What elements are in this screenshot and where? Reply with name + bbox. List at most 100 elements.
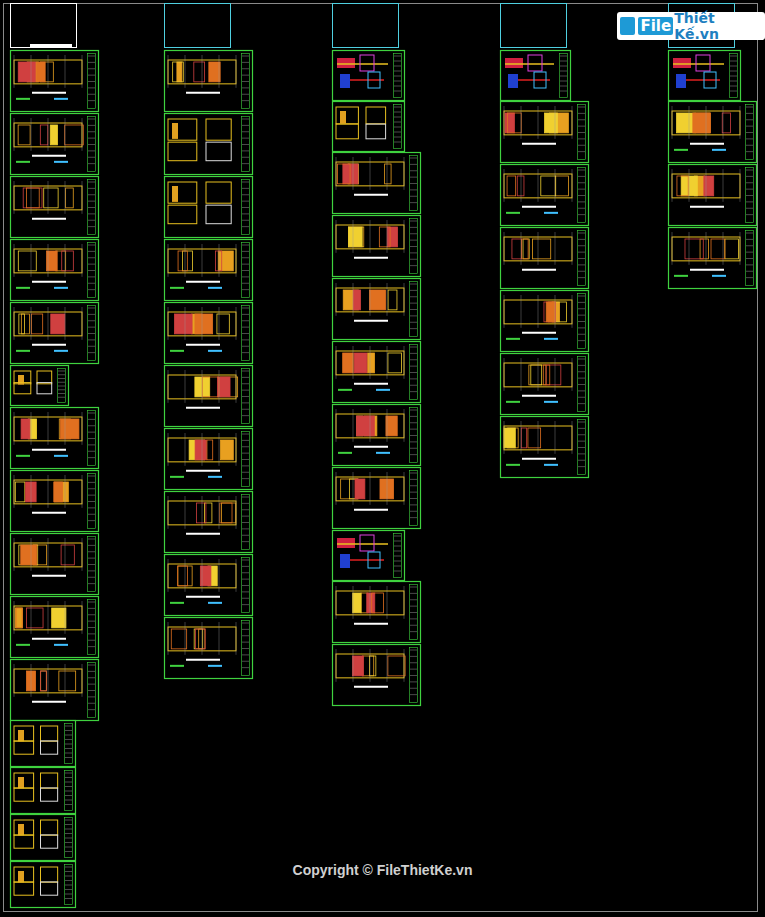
plan-title-bar bbox=[522, 269, 556, 271]
title-line bbox=[410, 454, 417, 455]
room bbox=[199, 629, 205, 649]
title-line bbox=[578, 371, 585, 372]
title-line bbox=[578, 113, 585, 114]
title-line bbox=[578, 428, 585, 429]
room bbox=[677, 176, 688, 196]
grid-line bbox=[353, 346, 354, 379]
title-line bbox=[88, 709, 95, 710]
room bbox=[362, 656, 373, 676]
note bbox=[338, 389, 352, 391]
room bbox=[343, 353, 353, 373]
title-line bbox=[242, 560, 249, 561]
grid-line bbox=[336, 649, 337, 682]
title-line bbox=[88, 346, 95, 347]
plan-title-bar bbox=[32, 155, 66, 157]
plan-title-bar bbox=[354, 383, 388, 385]
title-line bbox=[410, 587, 417, 588]
title-block bbox=[578, 420, 586, 475]
room bbox=[356, 416, 374, 436]
grid-line bbox=[168, 370, 169, 403]
note bbox=[16, 455, 30, 457]
sheet-frame bbox=[333, 468, 421, 529]
title-line bbox=[578, 138, 585, 139]
title-line bbox=[65, 838, 72, 839]
title-line bbox=[578, 145, 585, 146]
schematic bbox=[528, 55, 542, 71]
grid-line bbox=[740, 106, 741, 139]
sheet-frame bbox=[501, 102, 589, 163]
detail bbox=[18, 730, 24, 741]
plan-title-bar bbox=[32, 218, 66, 220]
room bbox=[349, 227, 364, 247]
grid-line bbox=[370, 586, 371, 619]
title-line bbox=[578, 107, 585, 108]
title-line bbox=[242, 528, 249, 529]
title-line bbox=[394, 536, 401, 537]
title-line bbox=[88, 182, 95, 183]
title-line bbox=[578, 132, 585, 133]
title-line bbox=[242, 434, 249, 435]
title-line bbox=[88, 564, 95, 565]
title-line bbox=[88, 684, 95, 685]
sheet-frame bbox=[501, 417, 589, 478]
title-line bbox=[65, 889, 72, 890]
header-box bbox=[333, 4, 399, 48]
title-line bbox=[65, 748, 72, 749]
title-line bbox=[578, 460, 585, 461]
title-line bbox=[88, 276, 95, 277]
grid-line bbox=[672, 232, 673, 265]
title-line bbox=[242, 320, 249, 321]
title-line bbox=[746, 201, 753, 202]
title-line bbox=[242, 396, 249, 397]
title-line bbox=[578, 308, 585, 309]
room bbox=[61, 545, 74, 565]
schematic bbox=[696, 55, 710, 71]
title-line bbox=[410, 391, 417, 392]
title-block bbox=[746, 168, 754, 223]
title-line bbox=[410, 688, 417, 689]
title-block bbox=[88, 537, 96, 592]
grid-line bbox=[504, 421, 505, 454]
sheet-frame bbox=[165, 177, 253, 238]
detail bbox=[168, 119, 197, 140]
grid-line bbox=[387, 346, 388, 379]
title-line bbox=[560, 66, 567, 67]
grid-line bbox=[353, 586, 354, 619]
room bbox=[173, 62, 184, 82]
grid-line bbox=[31, 475, 32, 508]
room bbox=[693, 113, 711, 133]
title-line bbox=[88, 677, 95, 678]
title-line bbox=[730, 66, 737, 67]
title-line bbox=[410, 669, 417, 670]
note bbox=[544, 401, 558, 403]
title-line bbox=[242, 138, 249, 139]
room bbox=[178, 566, 188, 586]
grid-line bbox=[353, 283, 354, 316]
title-line bbox=[410, 473, 417, 474]
title-line bbox=[242, 68, 249, 69]
sheet-frame bbox=[11, 534, 99, 595]
sheet-frame bbox=[11, 660, 99, 721]
grid-line bbox=[740, 169, 741, 202]
title-line bbox=[410, 347, 417, 348]
detail bbox=[168, 182, 197, 203]
title-line bbox=[242, 579, 249, 580]
title-line bbox=[242, 289, 249, 290]
grid-line bbox=[336, 157, 337, 190]
plan-title-bar bbox=[32, 638, 66, 640]
title-block bbox=[242, 117, 250, 172]
room bbox=[352, 656, 363, 676]
title-block bbox=[410, 585, 418, 640]
title-line bbox=[88, 457, 95, 458]
grid-line bbox=[538, 169, 539, 202]
title-line bbox=[410, 416, 417, 417]
title-line bbox=[88, 339, 95, 340]
title-line bbox=[746, 239, 753, 240]
room bbox=[380, 479, 394, 499]
title-line bbox=[65, 735, 72, 736]
title-block bbox=[578, 294, 586, 349]
title-line bbox=[394, 56, 401, 57]
title-line bbox=[242, 220, 249, 221]
room bbox=[54, 482, 63, 502]
